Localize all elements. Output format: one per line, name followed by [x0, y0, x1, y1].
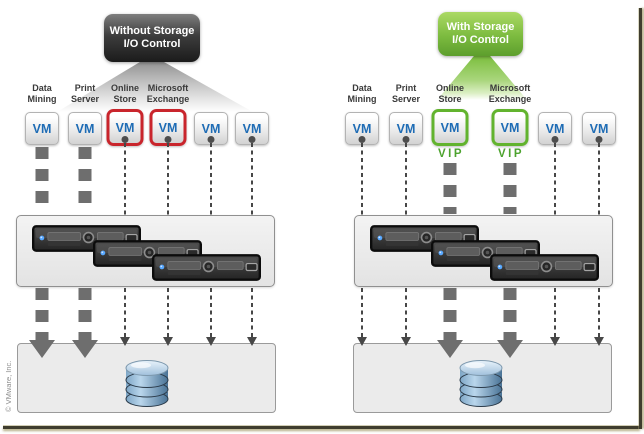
vm-box: VM: [235, 112, 269, 145]
heavy-io-flow: [78, 288, 92, 340]
esx-host-chassis: [354, 215, 613, 287]
heavy-io-flow: [78, 147, 92, 213]
database-storage-icon: [124, 351, 170, 409]
callout-text-line1: With Storage: [446, 21, 515, 33]
heavy-io-flow: [35, 288, 49, 340]
workload-label: Data Mining: [27, 83, 57, 104]
panel-without-sioc: Without Storage I/O Control Data Mining …: [0, 0, 300, 434]
light-io-flow: [405, 143, 407, 215]
heavy-io-flow: [35, 147, 49, 213]
connector-dot-icon: [207, 136, 215, 143]
workload-label: Online Store: [435, 83, 465, 104]
light-io-flow: [167, 288, 169, 338]
light-io-flow: [251, 143, 253, 215]
vm-box: VM: [68, 112, 102, 145]
connector-dot-icon: [121, 136, 129, 143]
server-icon: [152, 254, 261, 281]
light-io-flow: [554, 143, 556, 215]
arrowhead-small-icon: [594, 337, 604, 346]
workload-label: Print Server: [70, 83, 100, 104]
callout-with-sioc: With Storage I/O Control: [438, 12, 523, 56]
light-io-flow: [251, 288, 253, 338]
light-io-flow: [124, 143, 126, 215]
image-frame-shadow-right: [639, 8, 642, 429]
panel-with-sioc: With Storage I/O Control Data Mining VM …: [326, 0, 626, 434]
light-io-flow: [124, 288, 126, 338]
connector-dot-icon: [402, 136, 410, 143]
arrowhead-large-icon: [72, 340, 98, 358]
connector-dot-icon: [595, 136, 603, 143]
light-io-flow: [598, 288, 600, 338]
image-frame-shadow-bottom: [3, 426, 640, 429]
esx-host-chassis: [16, 215, 275, 287]
light-io-flow: [554, 288, 556, 338]
light-io-flow: [361, 288, 363, 338]
callout-without-sioc: Without Storage I/O Control: [104, 14, 200, 62]
arrowhead-large-icon: [437, 340, 463, 358]
workload-label: Online Store: [110, 83, 140, 104]
arrowhead-small-icon: [550, 337, 560, 346]
heavy-io-flow: [443, 288, 457, 340]
light-io-flow: [210, 288, 212, 338]
workload-label: Print Server: [391, 83, 421, 104]
arrowhead-small-icon: [401, 337, 411, 346]
light-io-flow: [598, 143, 600, 215]
vip-badge: VIP: [437, 148, 465, 160]
vm-box: VM: [25, 112, 59, 145]
arrowhead-small-icon: [163, 337, 173, 346]
connector-dot-icon: [164, 136, 172, 143]
light-io-flow: [210, 143, 212, 215]
callout-text-line2: I/O Control: [452, 34, 509, 46]
workload-label: Data Mining: [347, 83, 377, 104]
arrowhead-large-icon: [497, 340, 523, 358]
workload-label: Microsoft Exchange: [488, 83, 532, 104]
server-icon: [490, 254, 599, 281]
light-io-flow: [361, 143, 363, 215]
callout-text-line1: Without Storage: [109, 25, 195, 37]
workload-label: Microsoft Exchange: [146, 83, 190, 104]
arrowhead-small-icon: [120, 337, 130, 346]
arrowhead-small-icon: [357, 337, 367, 346]
vm-box-highlighted-green: VM: [431, 109, 469, 146]
connector-dot-icon: [358, 136, 366, 143]
heavy-io-flow: [443, 163, 457, 214]
arrowhead-small-icon: [247, 337, 257, 346]
database-storage-icon: [458, 351, 504, 409]
copyright-text: © VMware, Inc.: [4, 360, 13, 412]
arrowhead-large-icon: [29, 340, 55, 358]
arrowhead-small-icon: [206, 337, 216, 346]
connector-dot-icon: [551, 136, 559, 143]
heavy-io-flow: [503, 288, 517, 340]
vm-box-highlighted-green: VM: [491, 109, 529, 146]
heavy-io-flow: [503, 163, 517, 214]
callout-text-line2: I/O Control: [123, 38, 181, 50]
connector-dot-icon: [248, 136, 256, 143]
light-io-flow: [405, 288, 407, 338]
light-io-flow: [167, 143, 169, 215]
vip-badge: VIP: [497, 148, 525, 160]
